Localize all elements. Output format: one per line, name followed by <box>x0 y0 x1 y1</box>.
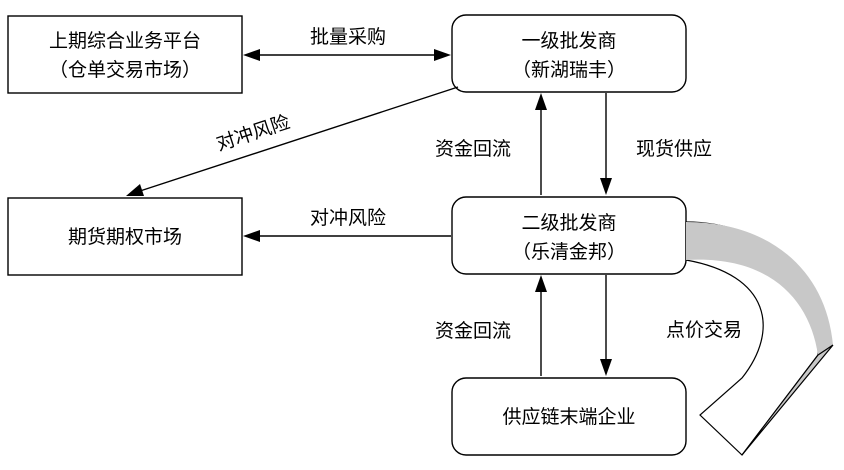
arrowhead <box>126 184 144 196</box>
edge-basis-trade: 点价交易 <box>600 275 742 376</box>
enterprise-title: 供应链末端企业 <box>502 406 635 428</box>
futures-box <box>7 197 243 276</box>
edge-capital-return-bottom: 资金回流 <box>435 275 547 376</box>
arrowhead <box>600 178 612 195</box>
node-platform: 上期综合业务平台 （仓单交易市场） <box>7 15 243 94</box>
arrowhead <box>434 49 451 61</box>
wholesaler2-subtitle: （乐清金邦） <box>512 241 626 263</box>
edge-hedge-top: 对冲风险 <box>126 86 459 196</box>
curved-flow-arrow <box>685 221 834 456</box>
wholesaler1-subtitle: （新湖瑞丰） <box>512 59 626 81</box>
arrowhead <box>535 275 547 292</box>
capital-return-bottom-label: 资金回流 <box>435 320 511 342</box>
wholesaler2-title: 二级批发商 <box>521 212 616 234</box>
node-wholesaler-2: 二级批发商 （乐清金邦） <box>451 196 687 275</box>
hedge-top-label: 对冲风险 <box>214 111 293 155</box>
spot-supply-label: 现货供应 <box>636 138 712 160</box>
edge-bulk-purchase: 批量采购 <box>243 26 451 61</box>
edge-capital-return-top: 资金回流 <box>435 93 547 195</box>
futures-title: 期货期权市场 <box>68 226 182 248</box>
wholesaler1-title: 一级批发商 <box>521 30 616 52</box>
node-wholesaler-1: 一级批发商 （新湖瑞丰） <box>451 14 687 93</box>
platform-title: 上期综合业务平台 <box>49 30 201 52</box>
arrowhead <box>535 93 547 110</box>
wholesaler1-box <box>451 14 687 93</box>
node-futures-market: 期货期权市场 <box>7 197 243 276</box>
capital-return-top-label: 资金回流 <box>435 138 511 160</box>
edge-hedge-mid: 对冲风险 <box>243 207 451 242</box>
enterprise-box <box>451 377 687 456</box>
platform-subtitle: （仓单交易市场） <box>49 59 201 81</box>
curved-arrow-tip-shade <box>741 344 834 456</box>
bulk-purchase-label: 批量采购 <box>310 26 386 48</box>
platform-box <box>7 15 243 94</box>
curved-arrow-shade <box>686 222 833 355</box>
edge-spot-supply: 现货供应 <box>600 93 712 195</box>
arrowhead <box>243 49 260 61</box>
arrowhead <box>600 359 612 376</box>
arrowhead <box>243 230 260 242</box>
basis-trade-label: 点价交易 <box>666 319 742 341</box>
hedge-mid-label: 对冲风险 <box>310 207 386 229</box>
node-enterprise: 供应链末端企业 <box>451 377 687 456</box>
